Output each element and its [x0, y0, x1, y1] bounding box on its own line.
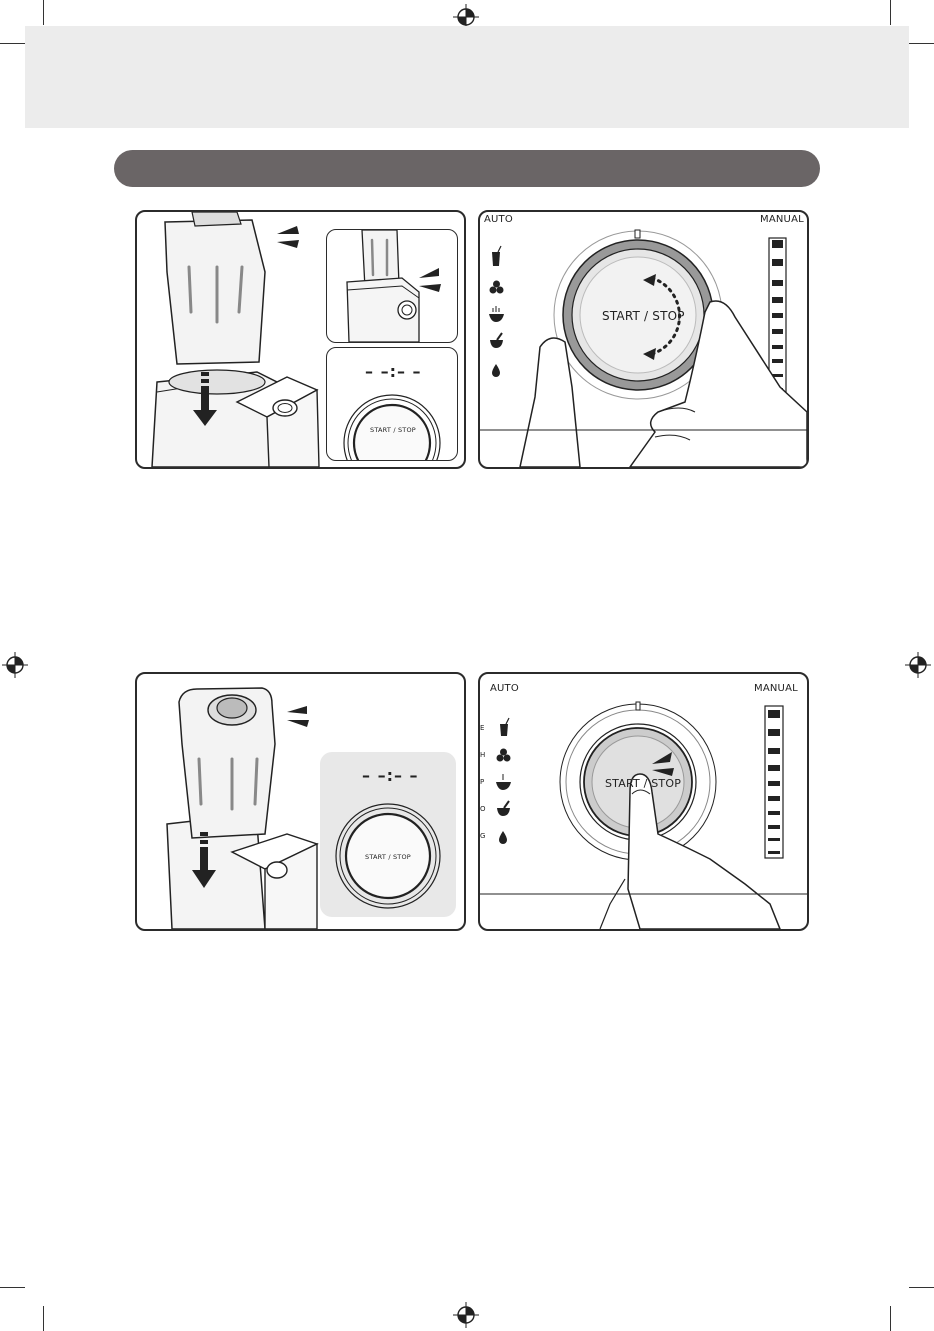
registration-mark-icon — [453, 1302, 479, 1328]
dial-turn-illustration — [480, 212, 807, 467]
dial-press-illustration — [480, 674, 807, 929]
dial-start-stop-label: START / STOP — [602, 309, 685, 323]
dial-start-stop-label: START / STOP — [605, 777, 681, 790]
manual-speed-bar — [769, 238, 786, 396]
figure2-jar-mounting-panel: – –:– – START / STOP — [135, 672, 466, 931]
inset-control-panel: – –:– – START / STOP — [326, 347, 458, 461]
manual-speed-bar — [765, 706, 783, 858]
smoothie-cup-icon — [500, 718, 509, 736]
section-title-bar — [114, 150, 820, 187]
drop-icon — [492, 364, 500, 377]
ice-cubes-icon — [497, 749, 511, 762]
start-stop-button-label: START / STOP — [370, 426, 416, 434]
inset-control-panel: – –:– – START / STOP — [320, 752, 456, 917]
crop-mark — [890, 1306, 891, 1331]
crop-mark — [0, 1287, 25, 1288]
soup-bowl-icon — [489, 306, 504, 322]
mortar-icon — [497, 801, 510, 816]
figure2-dial-panel: AUTO MANUAL E H P O G — [478, 672, 809, 931]
crop-mark — [909, 1287, 934, 1288]
registration-mark-icon — [905, 652, 931, 678]
smoothie-cup-icon — [492, 246, 501, 266]
header-band — [25, 26, 909, 128]
registration-mark-icon — [2, 652, 28, 678]
inset-jar-closeup — [326, 229, 458, 343]
drop-icon — [499, 831, 507, 844]
crop-mark — [43, 1306, 44, 1331]
crop-mark — [43, 0, 44, 25]
crop-mark — [890, 0, 891, 25]
start-stop-button-label: START / STOP — [365, 853, 411, 861]
figure1-jar-mounting-panel: – –:– – START / STOP — [135, 210, 466, 469]
mortar-icon — [490, 333, 503, 348]
soup-bowl-icon — [496, 774, 511, 790]
crop-mark — [0, 43, 25, 44]
ice-cubes-icon — [490, 281, 504, 294]
crop-mark — [909, 43, 934, 44]
figure1-dial-panel: AUTO MANUAL — [478, 210, 809, 469]
